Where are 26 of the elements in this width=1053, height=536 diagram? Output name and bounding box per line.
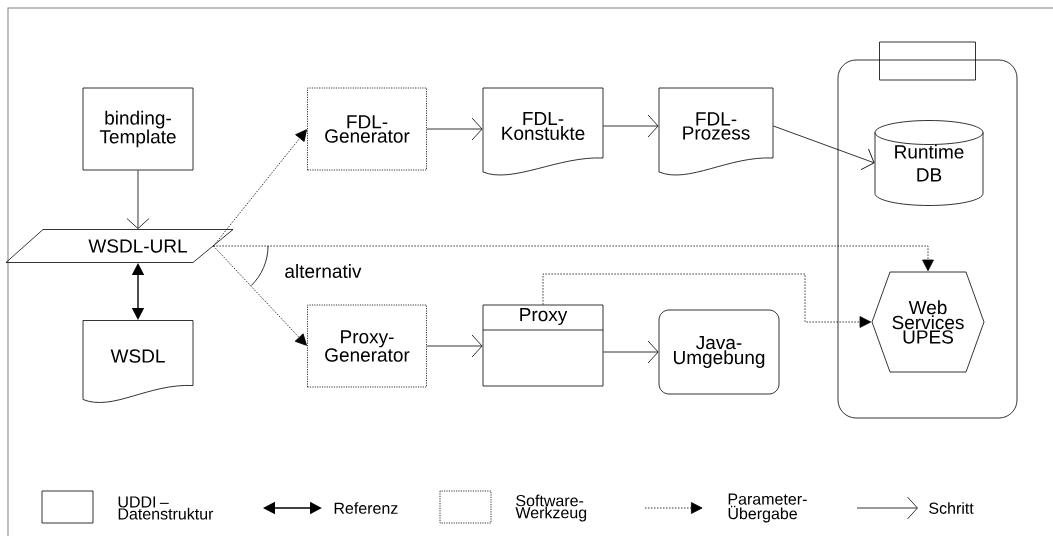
data-box: binding-Template <box>82 87 194 171</box>
arrow <box>542 273 872 328</box>
class-box: Proxy <box>482 304 604 387</box>
arrow <box>773 125 875 171</box>
node-label: Runtime DB <box>895 144 964 182</box>
annotation: alternativ <box>285 264 362 278</box>
arrow <box>603 114 659 138</box>
container-panel <box>837 41 1018 419</box>
database-cylinder: Runtime DB <box>874 120 984 206</box>
arrow <box>603 340 659 364</box>
legend-label: Parameter-Übergabe <box>728 493 807 523</box>
arrow <box>213 129 307 247</box>
arrow <box>426 117 483 141</box>
tool-box: FDL-Generator <box>307 87 427 171</box>
legend-label: Software-Werkzeug <box>515 494 587 522</box>
arrow <box>126 170 150 229</box>
rounded-box: Java-Umgebung <box>658 309 780 395</box>
hexagon: Web Services UPES <box>871 271 985 373</box>
legend-label: UDDI – Datenstruktur <box>118 496 214 520</box>
tool-box: Proxy-Generator <box>307 304 427 388</box>
arrow <box>426 334 483 358</box>
legend-label: Schritt <box>929 502 974 514</box>
arrow <box>213 245 934 272</box>
legend-label: Referenz <box>334 502 398 514</box>
input-parallelogram: WSDL-URL <box>5 229 234 263</box>
arrow <box>213 245 307 346</box>
